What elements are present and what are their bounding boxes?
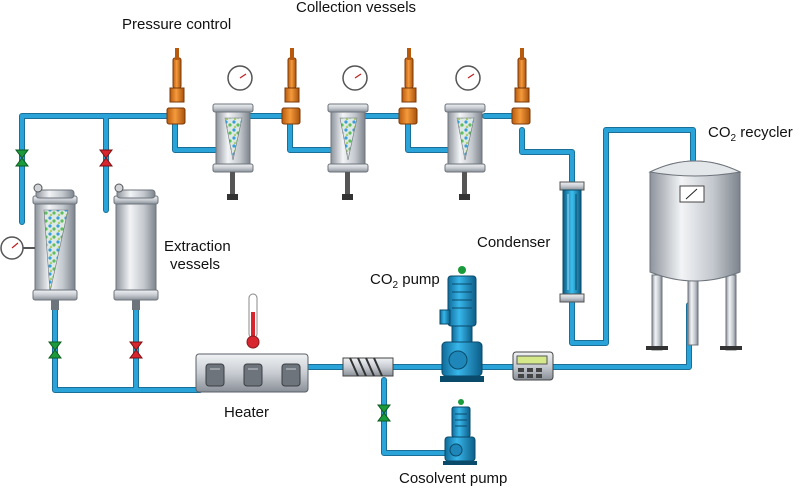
heater[interactable] (195, 293, 309, 393)
extraction-label-line1: Extraction (164, 238, 231, 255)
valve-icon[interactable] (129, 341, 143, 359)
mixer[interactable] (342, 357, 394, 377)
regulator-icon[interactable] (511, 48, 531, 125)
co2-pump-label: CO2 pump (370, 271, 440, 291)
regulator-icon[interactable] (281, 48, 301, 125)
pump-icon (439, 266, 484, 382)
valve-icon[interactable] (99, 149, 113, 167)
regulator-icon[interactable] (166, 48, 186, 125)
pump-icon (443, 399, 477, 465)
regulator-icon[interactable] (398, 48, 418, 125)
thermometer-icon (246, 293, 260, 349)
co2-recycler[interactable] (646, 160, 742, 351)
heater-label: Heater (224, 404, 270, 421)
extraction-vessel-2[interactable] (113, 183, 159, 310)
valve-icon[interactable] (377, 404, 391, 422)
pressure-control-label: Pressure control (122, 16, 232, 33)
collection-vessels-label: Collection vessels (296, 0, 417, 16)
collection-vessel-1[interactable] (212, 65, 254, 200)
collection-vessel-2[interactable] (327, 65, 369, 200)
condenser[interactable] (559, 181, 585, 303)
valve-icon[interactable] (15, 149, 29, 167)
co2-pump[interactable] (439, 266, 484, 382)
cosolvent-pump-label: Cosolvent pump (399, 470, 508, 487)
condenser-label: Condenser (477, 234, 551, 251)
valve-icon[interactable] (48, 341, 62, 359)
collection-vessel-3[interactable] (444, 65, 486, 200)
co2-recycler-label: CO2 recycler (708, 124, 793, 144)
flow-meter[interactable] (512, 351, 554, 381)
cosolvent-pump[interactable] (443, 399, 477, 465)
pressure-gauge-icon (455, 65, 481, 91)
pressure-gauge-icon (227, 65, 253, 91)
extraction-vessel-1[interactable] (0, 183, 78, 310)
extraction-label-line2: vessels (170, 256, 221, 273)
pressure-gauge-icon (0, 236, 35, 260)
pressure-gauge-icon (342, 65, 368, 91)
